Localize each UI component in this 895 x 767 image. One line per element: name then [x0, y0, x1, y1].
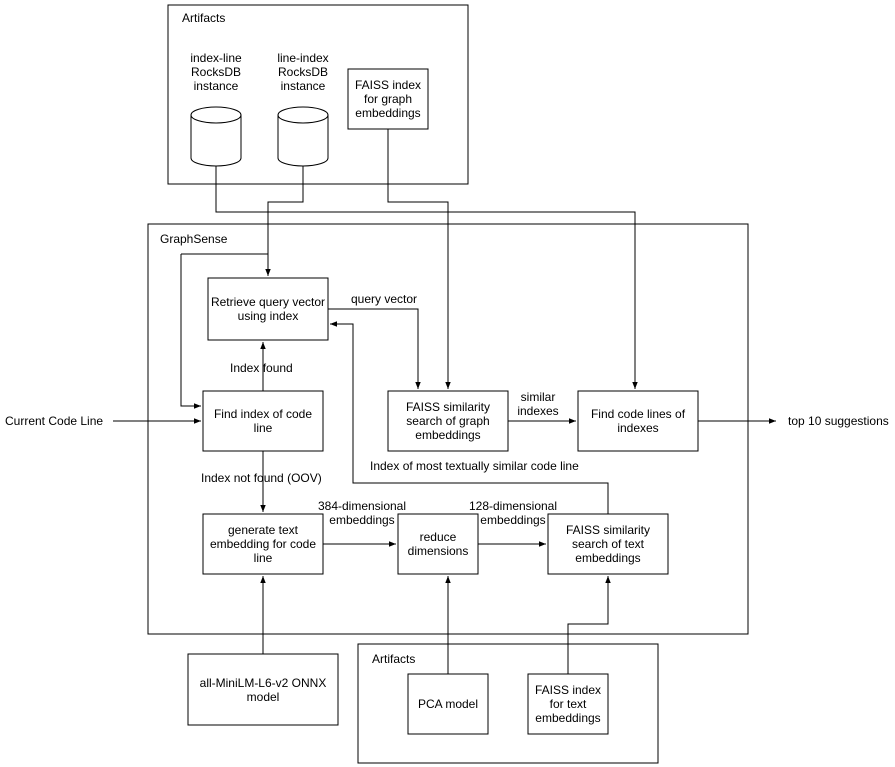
- label-line: line-index: [277, 51, 328, 65]
- label-line: index-line: [190, 51, 242, 65]
- label-line: RocksDB: [191, 65, 241, 79]
- query-vector-arrow: [328, 308, 421, 389]
- find-code-lines-box: [577, 390, 699, 452]
- line-index-db-cylinder: [277, 106, 329, 167]
- label-line: dimensions: [408, 544, 469, 558]
- faiss-text-search-box: [547, 513, 669, 575]
- most-similar-label: Index of most textually similar code lin…: [370, 459, 579, 473]
- label-line: search of text: [572, 537, 645, 551]
- lookup-to-find-index: [180, 254, 201, 409]
- graphsense-title: GraphSense: [160, 232, 228, 246]
- most-similar-feedback-arrow: [330, 321, 609, 514]
- reduce-dimensions-box: [397, 513, 479, 575]
- line-index-db-to-retrieve-query: [265, 166, 304, 276]
- pca-model-box: [407, 673, 489, 735]
- label-line: FAISS index: [355, 78, 421, 92]
- faiss-text-index-to-search-arrow: [567, 576, 611, 674]
- output-label: top 10 suggestions: [788, 414, 889, 428]
- label-line: similar: [521, 390, 556, 404]
- generate-embedding-box: [202, 513, 324, 575]
- label-line: reduce: [420, 530, 457, 544]
- label-line: embeddings: [415, 428, 480, 442]
- artifacts-bottom-title: Artifacts: [372, 652, 415, 666]
- label-line: embeddings: [535, 711, 600, 725]
- label-line: all-MiniLM-L6-v2 ONNX: [200, 676, 327, 690]
- label-line: model: [247, 690, 280, 704]
- label-line: 384-dimensional: [318, 499, 406, 513]
- label-line: FAISS similarity: [566, 523, 650, 537]
- label-line: line: [254, 421, 273, 435]
- index-found-label: Index found: [230, 361, 293, 375]
- retrieve-query-box: [207, 277, 329, 341]
- index-line-db-cylinder: [190, 106, 242, 167]
- label-line: embedding for code: [210, 537, 316, 551]
- label-line: indexes: [617, 421, 658, 435]
- minilm-model-box: [187, 653, 339, 726]
- not-found-label: Index not found (OOV): [201, 471, 322, 485]
- pca-model-label: PCA model: [418, 697, 478, 711]
- label-line: instance: [281, 79, 326, 93]
- find-index-box: [202, 390, 324, 452]
- label-line: search of graph: [406, 414, 489, 428]
- label-line: FAISS index: [535, 683, 601, 697]
- label-line: Find code lines of: [591, 407, 686, 421]
- label-line: Retrieve query vector: [211, 295, 325, 309]
- label-line: using index: [238, 309, 299, 323]
- label-line: for graph: [364, 92, 412, 106]
- faiss-graph-index-box: [347, 68, 429, 130]
- faiss-graph-search-box: [387, 390, 509, 452]
- label-line: Find index of code: [214, 407, 312, 421]
- label-line: line: [254, 551, 273, 565]
- label-line: embeddings: [329, 513, 394, 527]
- label-line: indexes: [517, 404, 558, 418]
- label-line: 128-dimensional: [469, 499, 557, 513]
- label-line: generate text: [228, 523, 299, 537]
- faiss-graph-index-to-search: [387, 129, 451, 389]
- query-vector-label: query vector: [351, 292, 417, 306]
- input-label: Current Code Line: [5, 414, 103, 428]
- label-line: for text: [550, 697, 587, 711]
- label-line: embeddings: [575, 551, 640, 565]
- label-line: RocksDB: [278, 65, 328, 79]
- label-line: FAISS similarity: [406, 400, 490, 414]
- label-line: instance: [194, 79, 239, 93]
- label-line: embeddings: [355, 106, 420, 120]
- label-line: embeddings: [480, 513, 545, 527]
- label-line: PCA model: [418, 697, 478, 711]
- index-line-db-to-find-code-lines: [215, 166, 638, 389]
- artifacts-top-title: Artifacts: [182, 11, 225, 25]
